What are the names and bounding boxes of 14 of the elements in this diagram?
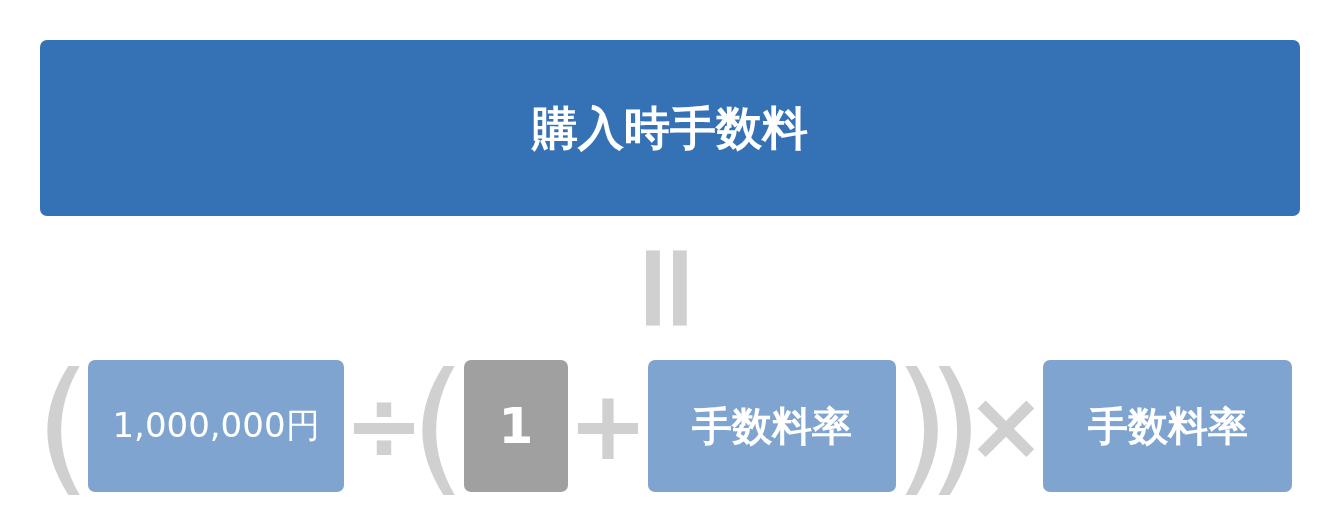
multiplication-sign: × <box>976 391 1036 461</box>
header-text: 購入時手数料 <box>532 102 808 154</box>
term-text: 1,000,000円 <box>112 407 320 445</box>
plus-sign: + <box>578 391 638 461</box>
term-text: 手数料率 <box>692 404 852 448</box>
term-box <box>88 360 344 492</box>
term-text: 手数料率 <box>1087 404 1248 448</box>
term-box <box>1043 360 1292 492</box>
term-text: 1 <box>498 398 534 454</box>
division-sign: ÷ <box>354 391 414 461</box>
term-box <box>464 360 568 492</box>
header-box <box>40 40 1300 216</box>
term-box <box>648 360 896 492</box>
equals-sign: = <box>640 250 700 326</box>
